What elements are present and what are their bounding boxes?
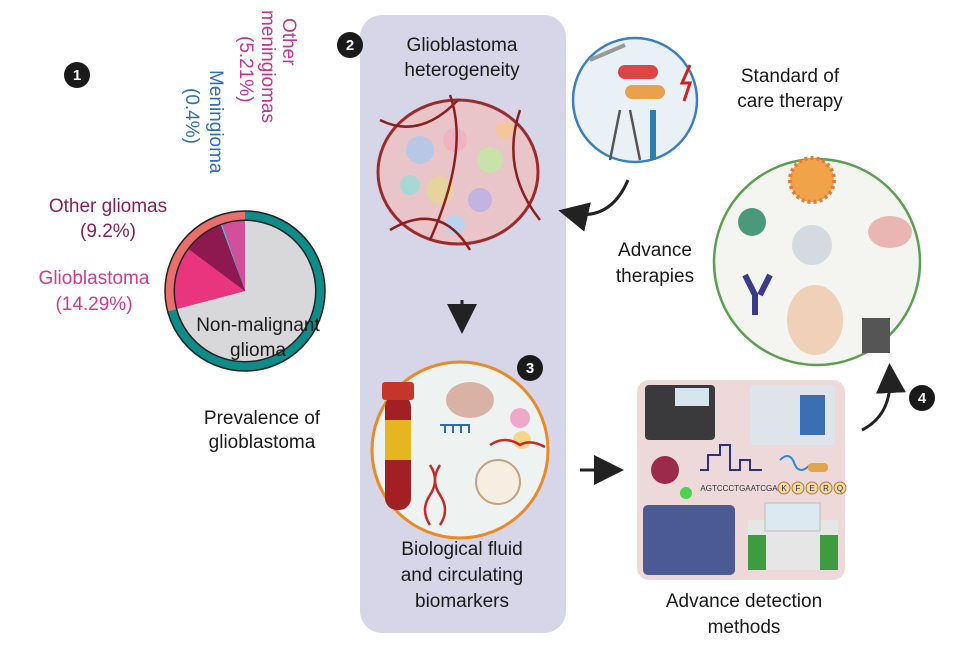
heterogeneity-section: 2 Glioblastoma heterogeneity	[337, 32, 541, 334]
dna-sequence: AGTCCCTGAATCGA	[700, 484, 778, 493]
scalpel-icon	[650, 110, 656, 160]
badge-2	[337, 32, 363, 58]
peptide-letter: R	[823, 484, 829, 493]
advance-therapies-line2: therapies	[616, 266, 694, 287]
tumor-illustration	[376, 94, 541, 251]
up-curved-arrow	[861, 363, 906, 432]
center-label-line2: glioma	[230, 340, 286, 361]
prevalence-section: 1 Non-malignant glioma Prevalence of gli…	[39, 10, 326, 453]
pie-slice-non-malignant-glioma	[177, 221, 316, 361]
meningioma-value: (0.4%)	[181, 88, 202, 144]
peptide-letter: E	[809, 484, 814, 493]
rna-icon	[440, 424, 470, 433]
dna-icon	[423, 464, 447, 526]
pie-slice-meningioma	[220, 224, 245, 291]
prevalence-title-line2: glioblastoma	[209, 432, 316, 453]
peptide-letter: K	[781, 484, 787, 493]
syringe-icon	[589, 43, 626, 62]
meningioma-label: Meningioma	[205, 70, 226, 174]
radiation-icon	[679, 64, 693, 102]
advance-therapies-section: Advance therapies	[616, 156, 922, 367]
pie-slice-other-meningiomas	[222, 221, 245, 291]
standard-care-line1: Standard of	[741, 66, 840, 87]
badge-1-label: 1	[73, 67, 81, 84]
heterogeneity-title-line1: Glioblastoma	[407, 35, 518, 56]
badge-1	[64, 62, 90, 88]
blood-tube-icon	[382, 382, 414, 510]
scissors-icon	[608, 109, 642, 161]
virus-icon	[788, 156, 836, 204]
biomarkers-title-line3: biomarkers	[415, 591, 509, 612]
pill-icon	[618, 65, 658, 79]
peptide-letter: F	[796, 484, 801, 493]
nanoparticle-icon	[792, 225, 832, 265]
other-meningiomas-label-line1: Other	[278, 18, 299, 66]
badge-2-label: 2	[346, 37, 354, 54]
standard-care-line2: care therapy	[737, 91, 843, 112]
detection-title-line2: methods	[708, 617, 781, 638]
peptide-bead	[805, 481, 819, 495]
cell-icon	[510, 408, 530, 428]
other-gliomas-value: (9.2%)	[80, 221, 136, 242]
glioblastoma-value: (14.29%)	[55, 294, 132, 315]
badge-3	[517, 355, 543, 381]
antibody-icon	[742, 273, 773, 315]
standard-care-section: Standard of care therapy	[571, 36, 843, 164]
peptide-letter: Q	[837, 484, 843, 493]
heterogeneity-title-line2: heterogeneity	[404, 60, 520, 81]
badge-3-label: 3	[526, 360, 534, 377]
standard-care-circle	[571, 36, 699, 164]
pie-slice-other-gliomas	[188, 225, 245, 291]
pie-outline	[164, 210, 326, 372]
badge-4-label: 4	[918, 390, 927, 407]
pie-chart	[164, 210, 326, 372]
biomarkers-title-line2: and circulating	[401, 565, 524, 586]
peptide-bead	[833, 481, 847, 495]
peptide-bead	[777, 481, 791, 495]
protein-icon	[651, 456, 679, 484]
center-label-line1: Non-malignant	[196, 315, 320, 336]
biomarkers-section: 3 Biological fluid and circulating bioma…	[370, 355, 550, 612]
patient-head-icon	[787, 285, 843, 355]
peptide-bead	[819, 481, 833, 495]
other-gliomas-label: Other gliomas	[49, 196, 167, 217]
glioblastoma-label: Glioblastoma	[39, 268, 150, 289]
brain-tissue-icon	[446, 382, 494, 418]
prevalence-title-line1: Prevalence of	[204, 408, 321, 429]
flow-cytometer-icon	[643, 505, 735, 575]
other-meningiomas-value: (5.21%)	[235, 36, 256, 103]
brain-icon	[868, 216, 912, 248]
badge-4	[909, 385, 935, 411]
pie-slice-glioblastoma	[175, 249, 245, 309]
other-meningiomas-label-line2: meningiomas	[257, 10, 278, 123]
peptide-bead	[791, 481, 805, 495]
petri-dish-icon	[475, 459, 521, 505]
car-t-cell-icon	[738, 208, 766, 236]
signal-trace-icon	[700, 444, 762, 471]
biomarkers-title-line1: Biological fluid	[401, 539, 522, 560]
curved-arrow-to-heterogeneity	[558, 179, 630, 232]
detection-title-line1: Advance detection	[666, 591, 822, 612]
advance-therapies-line1: Advance	[618, 240, 692, 261]
